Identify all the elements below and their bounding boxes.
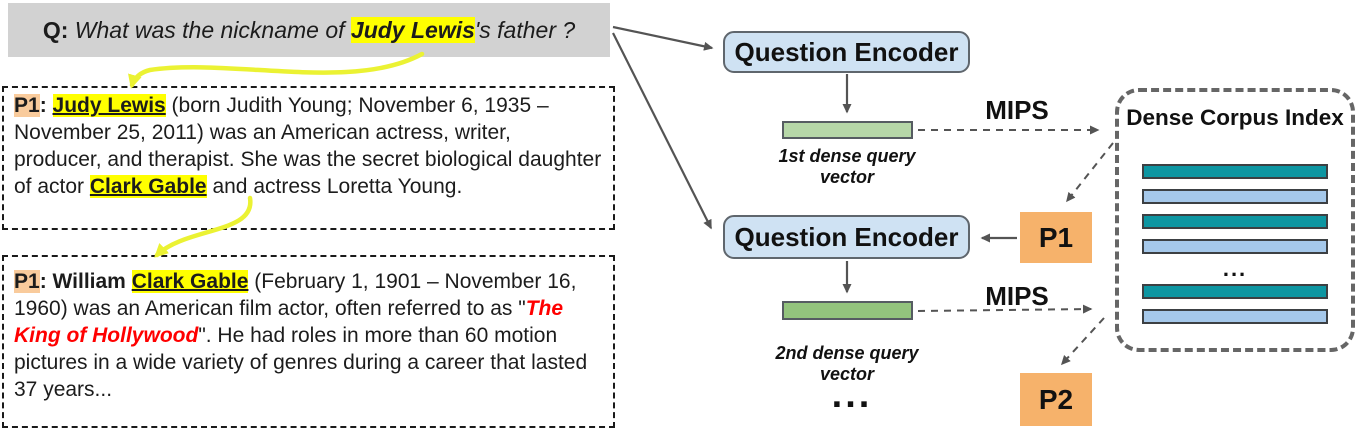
question-text: Q: What was the nickname of Judy Lewis's… [42,16,576,43]
question-box: Q: What was the nickname of Judy Lewis's… [8,3,610,57]
index-vector-bar [1142,309,1328,324]
arrow-question-to-encoder1 [612,25,714,51]
corpus-index-title: Dense Corpus Index [1126,105,1344,130]
passage-1-text: P1: Judy Lewis (born Judith Young; Novem… [14,94,602,198]
index-vector-bar [1142,239,1328,254]
mips-label-2: MIPS [985,281,1049,311]
arrow-question-to-encoder2 [612,32,712,230]
hop-ellipsis: ... [831,374,873,416]
index-vector-bar [1142,189,1328,204]
index-vector-bar [1142,214,1328,229]
vector-1-label: 1st dense query vector [778,146,916,187]
arrow-index-to-p2 [1060,317,1105,366]
corpus-bars-bottom [1142,284,1328,324]
passage-2-text: P1: William Clark Gable (February 1, 190… [14,270,588,401]
arrow-index-to-p1 [1066,142,1114,203]
corpus-bars-top [1142,164,1328,254]
corpus-ellipsis: ... [1222,256,1248,281]
passage-node-p2: P2 [1020,373,1092,426]
mips-label-1: MIPS [985,95,1049,125]
question-encoder-2: Question Encoder [723,215,970,259]
question-encoder-1: Question Encoder [723,31,970,73]
passage-node-p1: P1 [1020,212,1092,263]
dense-query-vector-2 [782,301,913,320]
dense-query-vector-1 [782,121,913,139]
passage-box-2: P1: William Clark Gable (February 1, 190… [2,255,615,428]
dense-corpus-index: Dense Corpus Index ... [1115,88,1355,352]
vector-2-label: 2nd dense query vector [775,343,919,384]
passage-box-1: P1: Judy Lewis (born Judith Young; Novem… [2,86,615,230]
index-vector-bar [1142,164,1328,179]
index-vector-bar [1142,284,1328,299]
arrow-link-judy-lewis [128,51,425,89]
